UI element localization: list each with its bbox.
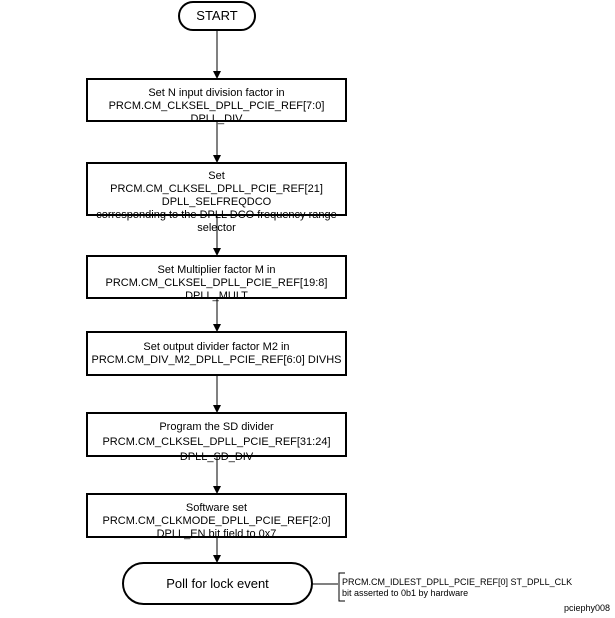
note-line-1: PRCM.CM_IDLEST_DPLL_PCIE_REF[0] ST_DPLL_… [342,577,573,587]
step-1-line-1: Set N input division factor in [148,87,285,99]
step-4-line-1: Set output divider factor M2 in [143,341,290,353]
step-3-line-2: PRCM.CM_CLKSEL_DPLL_PCIE_REF[19:8] DPLL_… [105,277,328,302]
step-box-1 [86,78,347,122]
step-2-line-3: corresponding to the DPLL DCO frequency … [96,209,337,234]
figure-id: pciephy008 [564,603,611,613]
step-1-text: Set N input division factor in PRCM.CM_C… [87,87,346,126]
step-6-line-1: Software set [185,502,248,514]
step-3-text: Set Multiplier factor M in PRCM.CM_CLKSE… [87,264,346,303]
step-2-line-1: Set [208,170,225,182]
step-2-line-2: PRCM.CM_CLKSEL_DPLL_PCIE_REF[21] DPLL_SE… [110,183,323,208]
lock-status-note: PRCM.CM_IDLEST_DPLL_PCIE_REF[0] ST_DPLL_… [342,577,572,599]
start-label: START [196,8,238,23]
step-3-line-1: Set Multiplier factor M in [157,264,276,276]
step-2-text: Set PRCM.CM_CLKSEL_DPLL_PCIE_REF[21] DPL… [87,170,346,235]
step-6-text: Software set PRCM.CM_CLKMODE_DPLL_PCIE_R… [87,502,346,541]
note-line-2: bit asserted to 0b1 by hardware [342,588,469,598]
step-box-2 [86,162,347,216]
step-box-4 [86,331,347,376]
step-box-3 [86,255,347,299]
step-1-line-2: PRCM.CM_CLKSEL_DPLL_PCIE_REF[7:0] DPLL_D… [108,100,325,125]
step-box-5 [86,412,347,457]
step-4-text: Set output divider factor M2 in PRCM.CM_… [87,341,346,367]
end-label: Poll for lock event [166,576,269,591]
step-box-6 [86,493,347,538]
step-5-text: Program the SD divider PRCM.CM_CLKSEL_DP… [87,420,346,465]
step-6-line-2: PRCM.CM_CLKMODE_DPLL_PCIE_REF[2:0] DPLL_… [102,515,331,540]
note-bracket [338,572,345,602]
step-5-line-2: PRCM.CM_CLKSEL_DPLL_PCIE_REF[31:24] DPLL… [102,436,331,463]
start-terminator [178,1,256,31]
step-4-line-2: PRCM.CM_DIV_M2_DPLL_PCIE_REF[6:0] DIVHS [91,354,342,366]
step-5-line-1: Program the SD divider [159,421,274,433]
